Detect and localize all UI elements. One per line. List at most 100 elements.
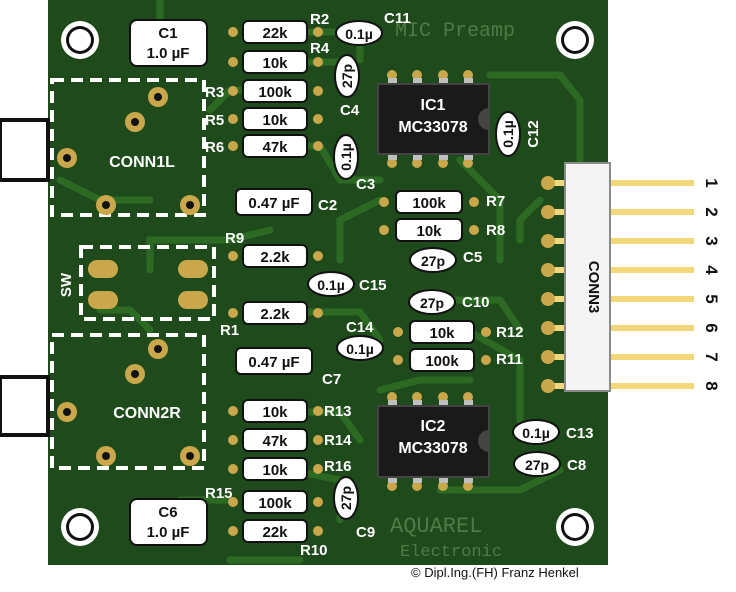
capacitor-c7: 0.47 µF C7 [235, 347, 341, 388]
r4-value: 10k [262, 55, 288, 72]
switch-label: SW [58, 272, 75, 297]
ic2-body [377, 405, 490, 478]
c14-value: 0.1µ [346, 341, 374, 357]
r6-value: 47k [262, 139, 288, 156]
resistors: 22k R2 10k R4 100k R3 10k R5 47k [205, 11, 524, 559]
r2-ref: R2 [310, 11, 329, 28]
conn2r-outline [50, 333, 206, 470]
capacitor-c1: C1 1.0 µF [129, 19, 208, 67]
conn3-pin [541, 321, 694, 335]
conn3-pin-label: 5 [702, 294, 721, 303]
resistor-r3: 100k R3 [205, 79, 323, 103]
conn3-pin-label: 8 [702, 381, 721, 390]
c11-value: 0.1µ [345, 26, 373, 42]
ic1-part: MC33078 [398, 119, 467, 136]
conn1l-body [0, 118, 50, 182]
conn3-pin [541, 379, 694, 393]
r16-value: 10k [262, 462, 288, 479]
c12-value: 0.1µ [500, 120, 516, 148]
conn3-pin [541, 263, 694, 277]
c10-ref: C10 [462, 294, 490, 311]
ic2: IC2 MC33078 [377, 392, 490, 491]
ic1: IC1 MC33078 [377, 70, 490, 168]
conn1l-jack: CONN1L [0, 78, 206, 217]
mounting-hole [556, 508, 594, 546]
c13-value: 0.1µ [522, 425, 550, 441]
r11-value: 100k [425, 353, 459, 370]
r10-value: 22k [262, 524, 288, 541]
conn3-pin-label: 6 [702, 323, 721, 332]
c4-value: 27p [339, 64, 355, 88]
capacitor-c14: 0.1µ C14 [336, 319, 384, 361]
r5-value: 10k [262, 112, 288, 129]
c2-value: 0.47 µF [248, 195, 299, 212]
r14-value: 47k [262, 433, 288, 450]
c6-ref: C6 [158, 504, 177, 521]
conn3-pin-label: 1 [702, 178, 721, 187]
conn3-pin [541, 205, 694, 219]
resistor-r6: 47k R6 [205, 134, 323, 158]
resistor-r2: 22k R2 [228, 11, 329, 44]
resistor-r15: 100k R15 [205, 485, 323, 514]
r8-value: 10k [416, 223, 442, 240]
conn3-pin [541, 234, 694, 248]
capacitor-c6: C6 1.0 µF [129, 498, 208, 546]
brand-silkscreen: AQUAREL [390, 514, 482, 539]
r14-ref: R14 [324, 432, 352, 449]
c6-value: 1.0 µF [147, 524, 190, 541]
c9-value: 27p [338, 486, 354, 510]
resistor-r13: 10k R13 [228, 399, 352, 423]
capacitor-c5: 27p C5 [409, 247, 482, 273]
capacitor-c8: 27p C8 [513, 451, 586, 477]
r6-ref: R6 [205, 139, 224, 156]
c14-ref: C14 [346, 319, 374, 336]
resistor-r4: 10k R4 [228, 40, 330, 74]
c3-ref: C3 [356, 176, 375, 193]
resistor-r7: 100k R7 [379, 190, 505, 214]
r7-value: 100k [412, 195, 446, 212]
c1-ref: C1 [158, 25, 177, 42]
c12-ref: C12 [525, 120, 542, 148]
switch-outline [79, 245, 216, 321]
r10-ref: R10 [300, 542, 328, 559]
capacitor-c13: 0.1µ C13 [512, 419, 594, 445]
conn3-label: CONN3 [585, 261, 602, 314]
conn2r-jack: CONN2R [0, 333, 206, 470]
c13-ref: C13 [566, 425, 594, 442]
c15-ref: C15 [359, 277, 387, 294]
r2-value: 22k [262, 25, 288, 42]
resistor-r12: 10k R12 [393, 320, 524, 344]
mounting-hole [61, 508, 99, 546]
resistor-r16: 10k R16 [228, 457, 352, 481]
ic1-ref: IC1 [421, 97, 446, 114]
r5-ref: R5 [205, 112, 224, 129]
r12-value: 10k [429, 325, 455, 342]
c10-value: 27p [420, 295, 444, 311]
conn3-pin-label: 4 [702, 265, 721, 275]
conn1l-label: CONN1L [109, 154, 175, 171]
conn3-pin [541, 176, 694, 190]
r1-value: 2.2k [260, 306, 290, 323]
c3-value: 0.1µ [338, 143, 354, 171]
r13-value: 10k [262, 404, 288, 421]
mounting-holes [61, 21, 594, 546]
capacitor-c9: 27p C9 [333, 476, 375, 541]
conn3-pin [541, 292, 694, 306]
capacitor-c10: 27p C10 [408, 289, 490, 315]
capacitor-c2: 0.47 µF C2 [235, 188, 337, 216]
resistor-r14: 47k R14 [228, 428, 352, 452]
small-capacitors: 0.1µ C11 27p C4 0.1µ C3 0.1µ C12 27p C5 [307, 10, 594, 541]
r11-ref: R11 [496, 351, 523, 368]
r1-ref: R1 [220, 322, 239, 339]
switch: SW [58, 245, 216, 321]
r12-ref: R12 [496, 324, 524, 341]
conn3-body [564, 162, 611, 392]
conn1l-outline [50, 78, 206, 217]
capacitor-c11: 0.1µ C11 [335, 10, 411, 46]
r3-ref: R3 [205, 84, 224, 101]
conn2r-body [0, 375, 50, 437]
r4-ref: R4 [310, 40, 330, 57]
copyright-text: © Dipl.Ing.(FH) Franz Henkel [411, 565, 579, 580]
r9-value: 2.2k [260, 249, 290, 266]
